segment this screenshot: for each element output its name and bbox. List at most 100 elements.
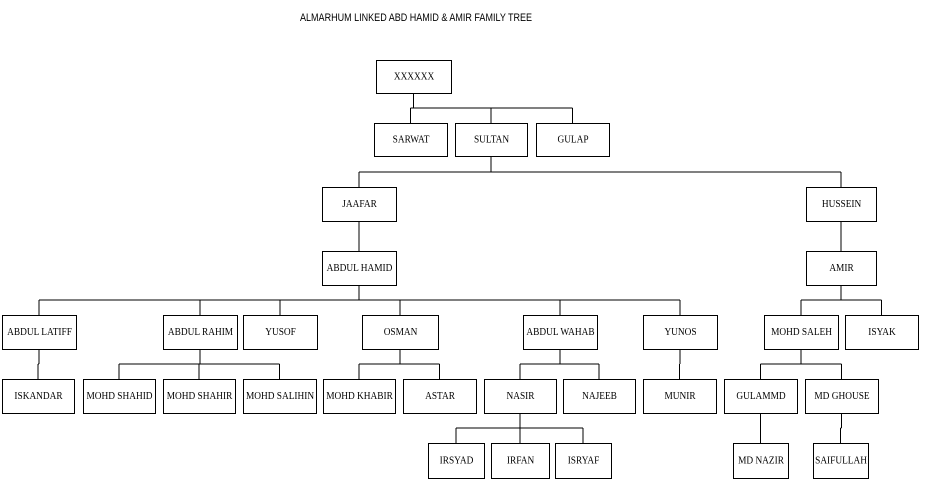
person-node-mohd-shahir: MOHD SHAHIR <box>163 379 236 414</box>
person-node-hussein: HUSSEIN <box>806 187 877 222</box>
person-name: ISYAK <box>868 327 896 339</box>
person-name: NAJEEB <box>582 391 617 403</box>
connector-osman <box>358 349 440 379</box>
person-name: SULTAN <box>474 134 510 146</box>
person-box <box>563 379 636 414</box>
person-name: MOHD SALEH <box>771 327 832 339</box>
person-box <box>813 443 869 479</box>
person-name: IRFAN <box>507 455 535 467</box>
person-node-gulammd: GULAMMD <box>724 379 798 414</box>
person-box <box>376 60 452 94</box>
person-box <box>428 443 485 479</box>
person-box <box>491 443 550 479</box>
person-node-gulap: GULAP <box>536 123 610 157</box>
person-name: ASTAR <box>425 391 455 403</box>
person-box <box>643 379 717 414</box>
person-box <box>322 251 397 286</box>
person-box <box>555 443 612 479</box>
person-name: MUNIR <box>664 391 695 403</box>
person-box <box>323 379 396 414</box>
person-box <box>243 379 317 414</box>
person-node-mohd-khabir: MOHD KHABIR <box>323 379 396 414</box>
person-box <box>805 379 879 414</box>
connector-abdul-rahim <box>118 349 280 379</box>
person-name: JAAFAR <box>342 199 377 211</box>
person-name: SARWAT <box>393 134 431 146</box>
person-node-jaafar: JAAFAR <box>322 187 397 222</box>
person-name: MOHD SHAHIR <box>167 391 233 403</box>
person-name: AMIR <box>829 263 854 275</box>
person-name: MOHD SHAHID <box>86 391 152 403</box>
person-box <box>643 315 718 350</box>
diagram-title: ALMARHUM LINKED ABD HAMID & AMIR FAMILY … <box>300 12 533 24</box>
person-box <box>2 379 75 414</box>
person-node-nasir: NASIR <box>484 379 557 414</box>
person-box <box>2 315 77 350</box>
person-name: ISKANDAR <box>14 391 62 403</box>
person-node-xxxxxx: XXXXXX <box>376 60 452 94</box>
person-name: ABDUL LATIFF <box>7 327 72 339</box>
person-node-abdul-rahim: ABDUL RAHIM <box>163 315 238 350</box>
person-node-abdul-latiff: ABDUL LATIFF <box>2 315 77 350</box>
person-name: MD NAZIR <box>738 455 784 467</box>
person-box <box>374 123 448 157</box>
person-box <box>163 379 236 414</box>
person-node-md-nazir: MD NAZIR <box>733 443 789 479</box>
connector-xxxxxx <box>410 93 573 123</box>
person-box <box>362 315 439 350</box>
person-name: GULAMMD <box>736 391 785 403</box>
person-name: MOHD SALIHIN <box>246 391 315 403</box>
person-node-yusof: YUSOF <box>243 315 318 350</box>
connector-mohd-saleh <box>760 349 842 379</box>
person-node-mohd-shahid: MOHD SHAHID <box>83 379 156 414</box>
person-box <box>536 123 610 157</box>
person-box <box>455 123 528 157</box>
connector-abdul-hamid <box>38 285 681 315</box>
person-node-irsyad: IRSYAD <box>428 443 485 479</box>
person-node-sarwat: SARWAT <box>374 123 448 157</box>
connector-lines <box>37 93 882 443</box>
person-name: ABDUL HAMID <box>327 263 393 275</box>
person-name: NASIR <box>507 391 535 403</box>
person-name: ISRYAF <box>568 455 600 467</box>
person-name: MD GHOUSE <box>814 391 869 403</box>
person-name: ABDUL WAHAB <box>526 327 594 339</box>
person-node-isryaf: ISRYAF <box>555 443 612 479</box>
person-box <box>845 315 919 350</box>
person-name: YUSOF <box>265 327 296 339</box>
person-node-mohd-saleh: MOHD SALEH <box>764 315 839 350</box>
person-node-irfan: IRFAN <box>491 443 550 479</box>
person-box <box>83 379 156 414</box>
person-name: XXXXXX <box>394 71 435 83</box>
person-box <box>764 315 839 350</box>
connector-abdul-wahab <box>519 349 600 379</box>
person-box <box>806 251 877 286</box>
connector-md-ghouse <box>840 413 842 443</box>
person-node-yunos: YUNOS <box>643 315 718 350</box>
person-box <box>523 315 598 350</box>
person-node-mohd-salihin: MOHD SALIHIN <box>243 379 317 414</box>
person-node-md-ghouse: MD GHOUSE <box>805 379 879 414</box>
person-box <box>484 379 557 414</box>
person-node-isyak: ISYAK <box>845 315 919 350</box>
person-node-najeeb: NAJEEB <box>563 379 636 414</box>
person-name: GULAP <box>557 134 588 146</box>
person-box <box>806 187 877 222</box>
person-node-iskandar: ISKANDAR <box>2 379 75 414</box>
person-node-sultan: SULTAN <box>455 123 528 157</box>
person-box <box>733 443 789 479</box>
person-box <box>163 315 238 350</box>
person-name: OSMAN <box>384 327 418 339</box>
person-name: SAIFULLAH <box>815 455 867 467</box>
person-name: MOHD KHABIR <box>326 391 393 403</box>
person-node-osman: OSMAN <box>362 315 439 350</box>
person-node-abdul-wahab: ABDUL WAHAB <box>523 315 598 350</box>
connector-yunos <box>679 349 681 379</box>
person-name: HUSSEIN <box>822 199 862 211</box>
person-node-amir: AMIR <box>806 251 877 286</box>
person-name: YUNOS <box>664 327 696 339</box>
person-box <box>724 379 798 414</box>
person-box <box>322 187 397 222</box>
